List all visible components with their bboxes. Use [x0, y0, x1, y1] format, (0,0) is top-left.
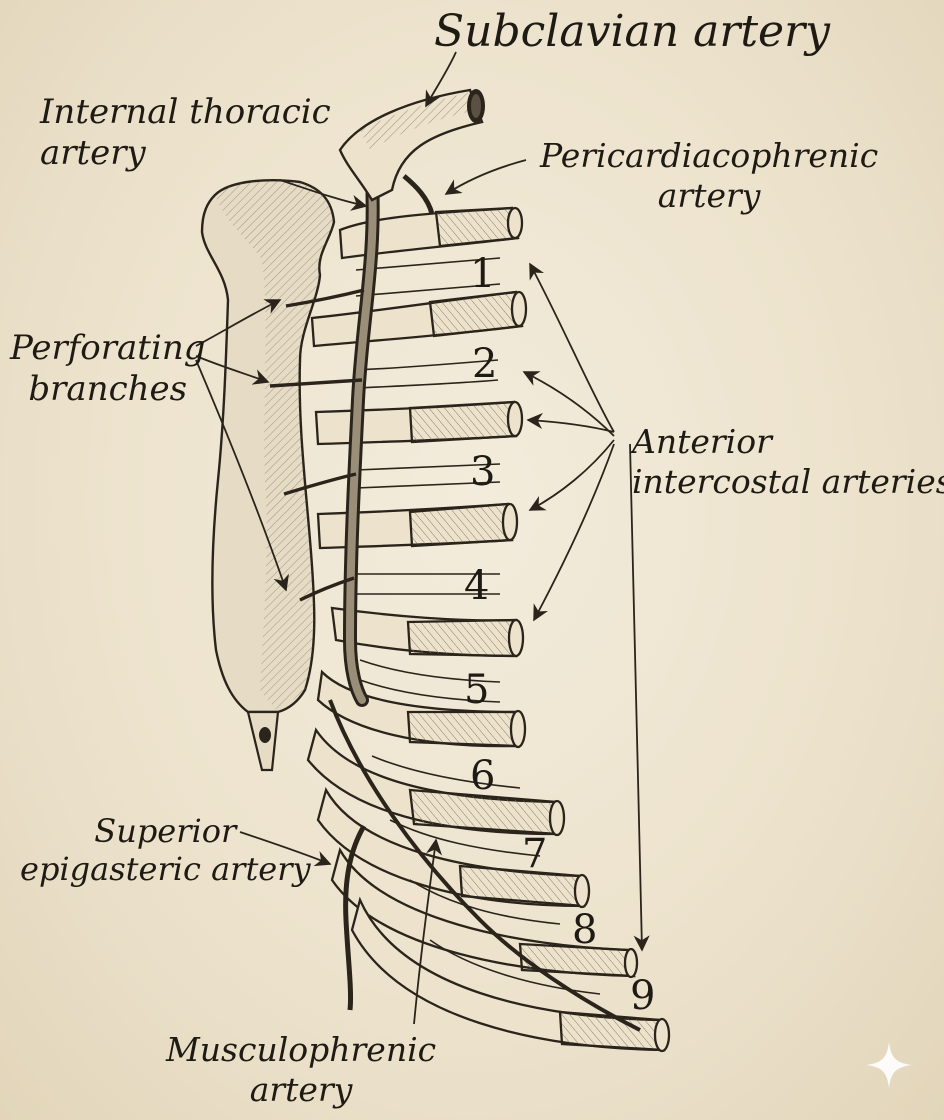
- label-line: artery: [657, 175, 761, 215]
- label-line: Musculophrenic: [166, 1030, 437, 1069]
- sternum: [200, 179, 336, 772]
- rib-number-6: 6: [470, 753, 496, 799]
- internal-thoracic-artery: [342, 173, 380, 707]
- label-line: Perforating: [10, 328, 206, 368]
- rib-number-1: 1: [470, 251, 496, 297]
- label-superior-epigastric-artery: Superior epigasteric artery: [20, 812, 311, 889]
- label-musculophrenic-artery: Musculophrenic artery: [166, 1030, 436, 1109]
- label-line: artery: [40, 132, 146, 173]
- rib-number-8: 8: [572, 907, 598, 953]
- rib-number-3: 3: [470, 449, 496, 495]
- superior-epigastric-artery: [343, 824, 367, 1011]
- rib-number-5: 5: [464, 667, 490, 713]
- sparkle-icon: [866, 1042, 912, 1088]
- rib-number-9: 9: [630, 973, 656, 1019]
- label-line: Internal thoracic: [40, 92, 331, 132]
- label-line: intercostal arteries: [632, 461, 944, 501]
- intercostal-lines: [355, 257, 601, 995]
- label-pericardiacophrenic-artery: Pericardiacophrenic artery: [540, 136, 878, 215]
- label-line: branches: [28, 368, 188, 409]
- rib-number-7: 7: [522, 831, 548, 877]
- label-line: Superior: [94, 812, 237, 850]
- subclavian-artery: [338, 88, 485, 215]
- rib-number-4: 4: [464, 563, 490, 609]
- label-internal-thoracic-artery: Internal thoracic artery: [40, 92, 331, 174]
- musculophrenic-artery: [328, 699, 641, 1032]
- leader-arrows: [195, 51, 650, 1025]
- label-line: Anterior: [632, 422, 772, 461]
- perforating-branch-vessels: [269, 288, 365, 602]
- label-subclavian-artery: Subclavian artery: [434, 6, 830, 57]
- label-line: epigasteric artery: [20, 850, 311, 889]
- label-line: Pericardiacophrenic: [540, 136, 879, 175]
- label-anterior-intercostal-arteries: Anterior intercostal arteries: [632, 422, 944, 501]
- label-line: artery: [249, 1069, 353, 1109]
- rib-number-2: 2: [472, 341, 498, 387]
- label-perforating-branches: Perforating branches: [10, 328, 206, 410]
